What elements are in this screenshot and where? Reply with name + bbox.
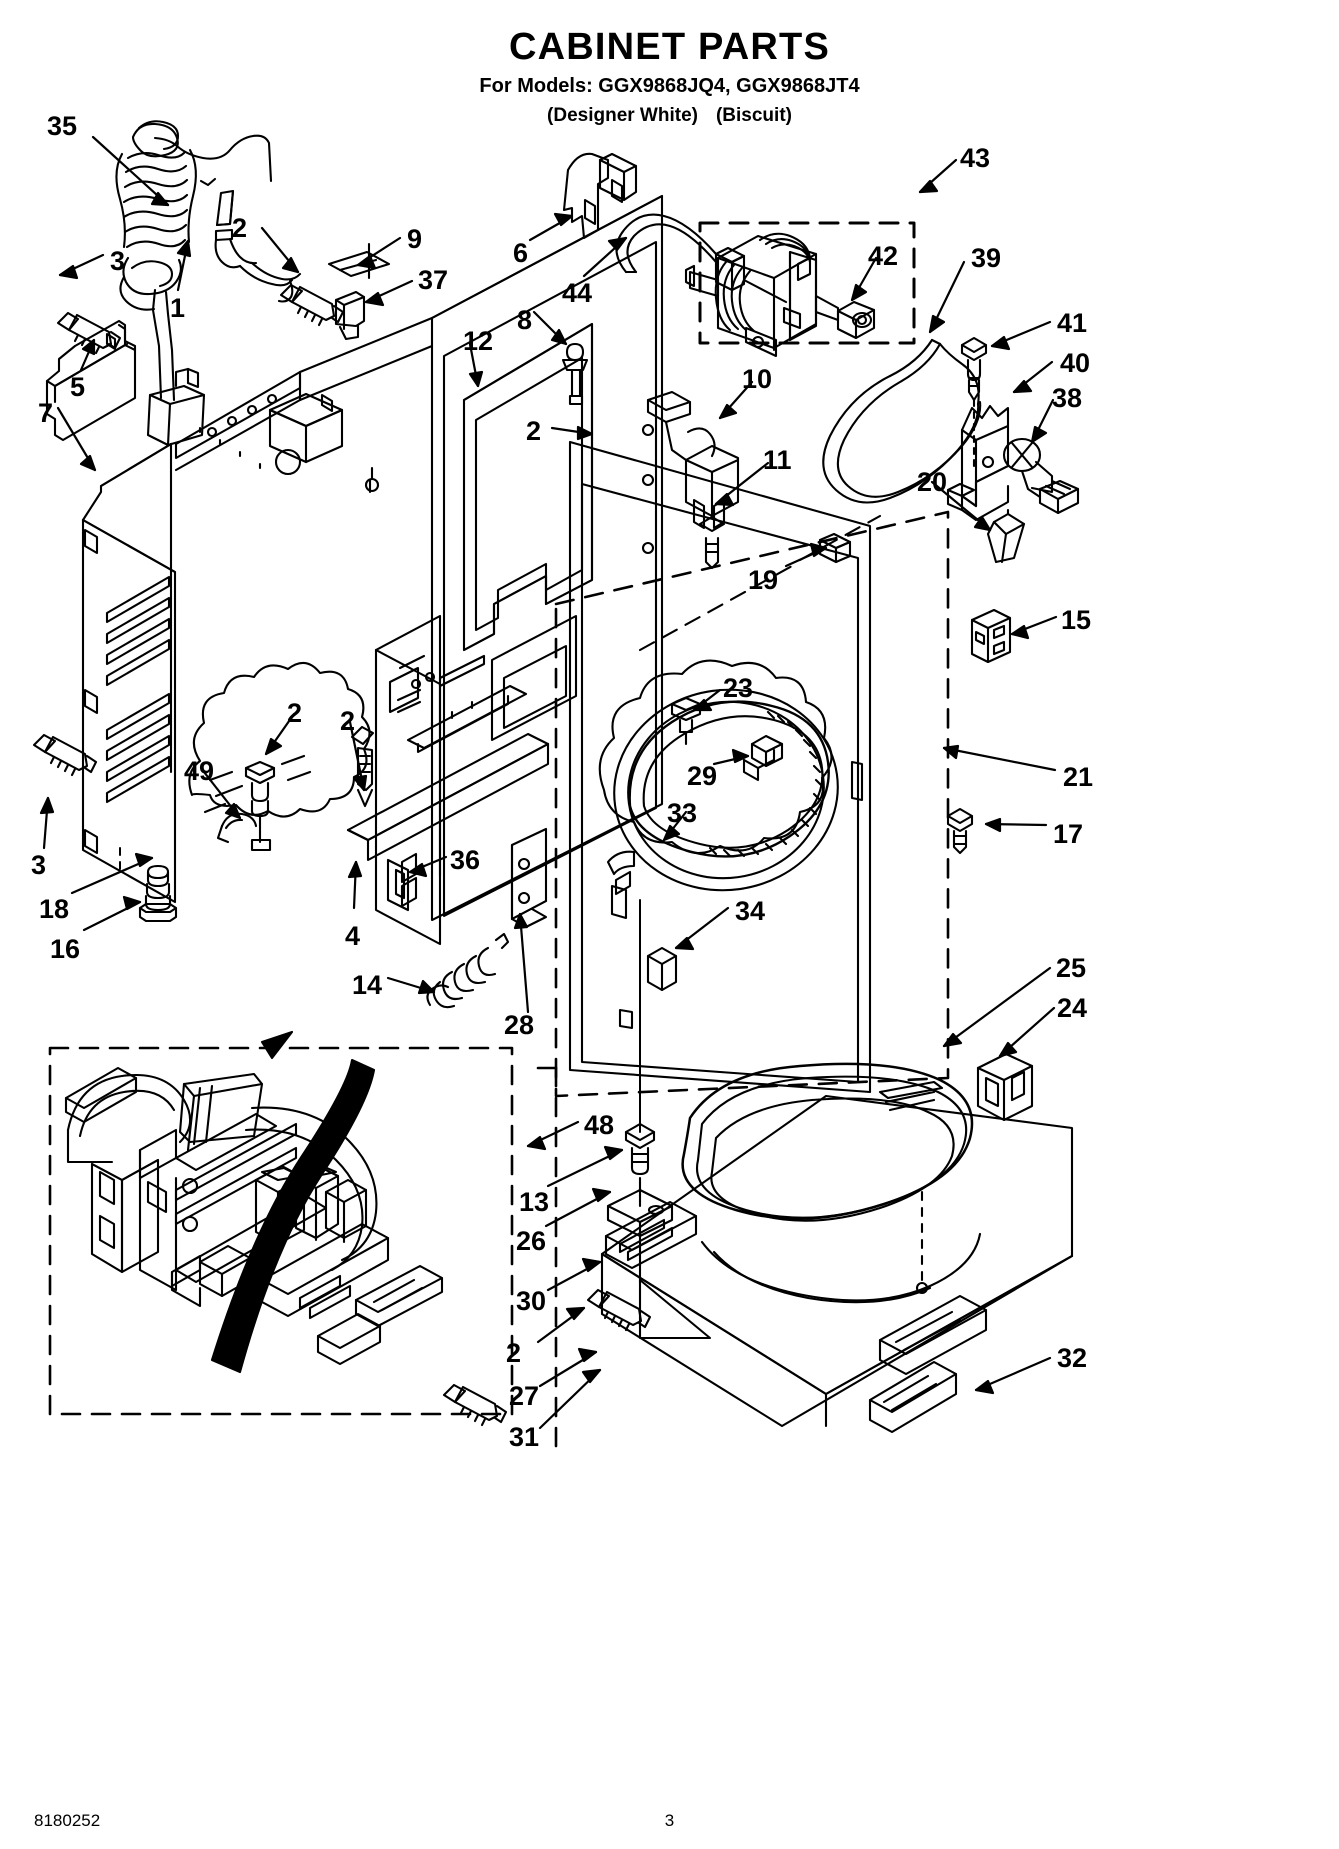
callout-number-10: 10 (742, 364, 773, 394)
callout-number-31: 31 (509, 1422, 540, 1452)
dashed-guide-21 (556, 512, 948, 1096)
part-front-panel (570, 442, 870, 1092)
part-pushpin-8 (563, 344, 587, 404)
callout-number-2: 2 (287, 698, 303, 728)
part-cabinet-base-structure (348, 616, 548, 944)
detail-balloon-33 (600, 661, 832, 894)
part-bracket-40 (948, 406, 1008, 520)
part-bracket-28 (512, 829, 546, 927)
part-gas-fitting-38 (1004, 439, 1078, 513)
part-bracket-5 (47, 321, 135, 440)
callout-number-17: 17 (1053, 819, 1084, 849)
callout-number-5: 5 (70, 372, 86, 402)
leader-lines (41, 137, 1056, 1428)
part-clip-20 (988, 510, 1024, 562)
callout-number-27: 27 (509, 1381, 540, 1411)
page-number: 3 (664, 1811, 675, 1830)
callout-number-42: 42 (868, 241, 899, 271)
callout-number-33: 33 (667, 798, 698, 828)
part-bracket-13-26 (608, 1124, 672, 1282)
callout-number-2: 2 (340, 706, 356, 736)
models-line: For Models: GGX9868JQ4, GGX9868JT4 (479, 75, 860, 97)
part-catch-37 (336, 292, 364, 339)
part-pulley-42 (838, 302, 874, 338)
part-cabinet-top-structure (176, 374, 378, 492)
callout-number-12: 12 (463, 326, 494, 356)
callout-number-2: 2 (232, 213, 248, 243)
callout-number-7: 7 (38, 398, 54, 428)
part-screw-2-top (281, 285, 343, 325)
color-variant-right: (Biscuit) (715, 105, 792, 126)
callout-number-34: 34 (735, 896, 766, 926)
callout-number-36: 36 (450, 845, 481, 875)
callout-number-38: 38 (1052, 383, 1083, 413)
diagram-header: CABINET PARTS For Models: GGX9868JQ4, GG… (0, 0, 1339, 125)
callout-number-43: 43 (960, 143, 991, 173)
callout-number-1: 1 (170, 293, 186, 323)
callout-number-16: 16 (50, 934, 81, 964)
callout-number-19: 19 (748, 565, 779, 595)
callout-number-37: 37 (418, 265, 449, 295)
manual-part-number: 8180252 (34, 1811, 101, 1830)
part-spring-14 (427, 934, 508, 1007)
alignment-guides (120, 848, 640, 1448)
part-gas-burner-assembly (66, 1068, 442, 1364)
callout-number-29: 29 (687, 761, 718, 791)
callout-number-28: 28 (504, 1010, 535, 1040)
callout-number-44: 44 (562, 278, 593, 308)
page-title: CABINET PARTS (508, 26, 830, 68)
callout-number-48: 48 (584, 1110, 615, 1140)
part-bracket-6 (564, 154, 636, 238)
callout-number-20: 20 (917, 467, 948, 497)
part-side-panel-7 (83, 444, 175, 902)
detail-balloon-49 (189, 663, 369, 850)
callout-number-24: 24 (1057, 993, 1088, 1023)
callout-number-35: 35 (47, 111, 78, 141)
callout-number-21: 21 (1063, 762, 1094, 792)
callout-number-14: 14 (352, 970, 383, 1000)
callout-number-26: 26 (516, 1226, 547, 1256)
callout-number-15: 15 (1061, 605, 1092, 635)
pointer-swoosh (212, 1032, 374, 1372)
callout-number-4: 4 (345, 921, 361, 951)
motor-assembly-box-43 (700, 223, 914, 343)
part-screw-17 (948, 809, 972, 853)
callout-number-3: 3 (31, 850, 47, 880)
color-variant-left: (Designer White) (547, 105, 698, 126)
part-leveling-leg-16-18 (140, 866, 176, 921)
burner-assembly-inset (50, 1048, 512, 1414)
callout-number-41: 41 (1057, 308, 1088, 338)
part-sensor-1 (216, 191, 300, 302)
callout-number-9: 9 (407, 224, 423, 254)
callout-number-8: 8 (517, 305, 533, 335)
part-hinge-15 (972, 610, 1010, 662)
callout-number-11: 11 (763, 445, 792, 475)
callout-number-2: 2 (506, 1338, 522, 1368)
callout-number-49: 49 (184, 756, 215, 786)
callout-number-40: 40 (1060, 348, 1091, 378)
callout-number-2: 2 (526, 416, 542, 446)
part-drive-motor-10 (686, 234, 838, 356)
callout-number-32: 32 (1057, 1343, 1088, 1373)
callout-number-13: 13 (519, 1187, 550, 1217)
part-screw-3-lower (34, 735, 96, 775)
callout-number-25: 25 (1056, 953, 1087, 983)
callout-number-6: 6 (513, 238, 529, 268)
part-clip-9 (329, 244, 389, 278)
callout-number-39: 39 (971, 243, 1002, 273)
callout-number-23: 23 (723, 673, 754, 703)
callout-number-30: 30 (516, 1286, 547, 1316)
part-door-catch-34 (648, 948, 676, 990)
part-screw-41 (962, 338, 986, 470)
callout-number-3: 3 (110, 246, 126, 276)
part-drive-belt-39 (823, 340, 980, 503)
part-base-pan-assembly (444, 1054, 1072, 1432)
part-power-cord (116, 121, 271, 445)
color-variants: (Designer White) (Biscuit) (0, 106, 1339, 125)
callout-number-18: 18 (39, 894, 70, 924)
